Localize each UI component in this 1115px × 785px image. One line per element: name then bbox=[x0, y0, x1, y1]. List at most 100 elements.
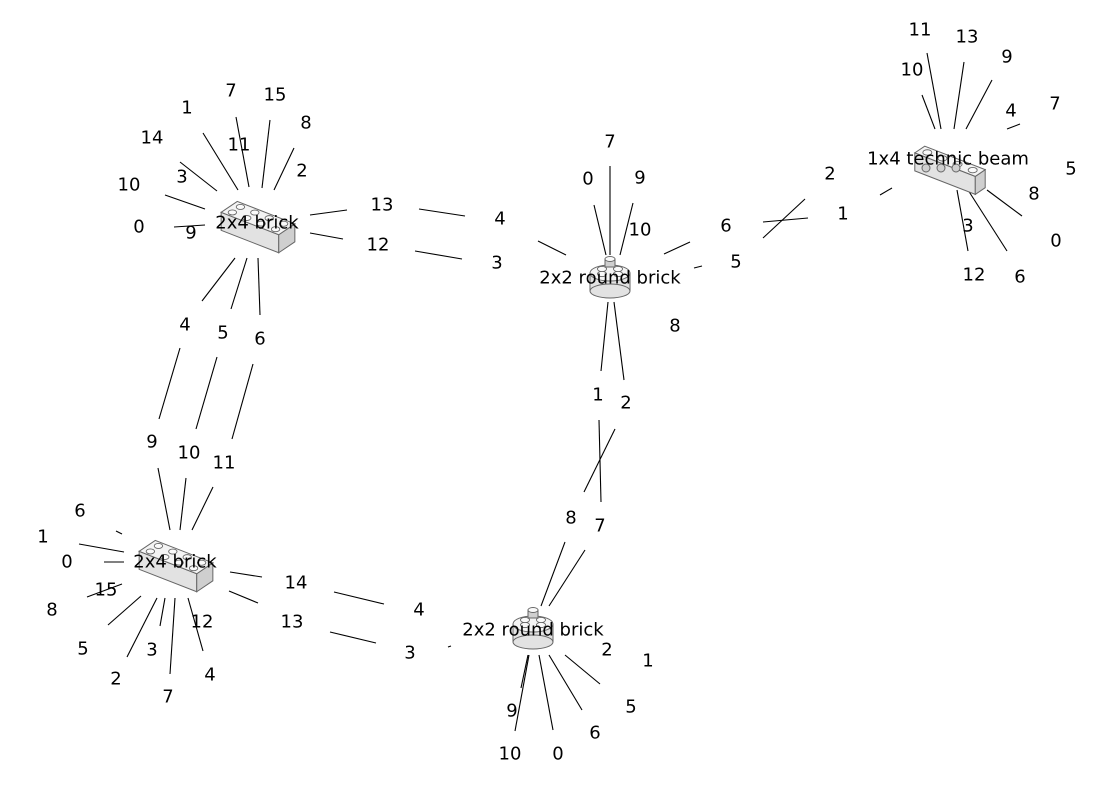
connector-line-18 bbox=[663, 241, 691, 255]
connector-line-8 bbox=[309, 232, 344, 240]
connector-line-34 bbox=[583, 428, 616, 493]
connector-line-21 bbox=[762, 198, 806, 239]
port-label: 8 bbox=[1028, 184, 1039, 205]
port-label: 3 bbox=[404, 643, 415, 664]
connector-line-24 bbox=[953, 61, 965, 130]
port-label: 14 bbox=[141, 128, 164, 149]
connector-line-53 bbox=[329, 631, 377, 644]
port-label: 6 bbox=[1014, 267, 1025, 288]
port-label: 4 bbox=[413, 600, 424, 621]
connector-line-41 bbox=[115, 530, 123, 535]
port-label: 10 bbox=[629, 220, 652, 241]
port-label: 6 bbox=[254, 329, 265, 350]
port-label: 3 bbox=[176, 167, 187, 188]
connector-line-33 bbox=[598, 419, 602, 503]
connector-line-12 bbox=[418, 208, 466, 217]
port-label: 5 bbox=[730, 252, 741, 273]
node-round-b[interactable]: 2x2 round brick bbox=[462, 607, 604, 650]
port-label: 7 bbox=[1049, 94, 1060, 115]
connector-line-2 bbox=[202, 132, 239, 191]
port-label: 9 bbox=[1001, 47, 1012, 68]
port-label: 7 bbox=[225, 81, 236, 102]
connector-line-52 bbox=[333, 591, 385, 605]
port-label: 0 bbox=[133, 217, 144, 238]
connector-line-55 bbox=[540, 541, 566, 607]
node-brick-b[interactable]: 2x4 brick bbox=[133, 539, 217, 593]
connector-line-59 bbox=[520, 654, 529, 689]
connector-line-31 bbox=[600, 301, 609, 372]
port-label: 10 bbox=[178, 443, 201, 464]
connector-line-35 bbox=[158, 347, 181, 420]
connector-line-5 bbox=[164, 194, 206, 210]
connector-line-60 bbox=[538, 654, 554, 731]
port-label: 11 bbox=[909, 20, 932, 41]
connector-line-40 bbox=[191, 486, 214, 531]
port-label: 9 bbox=[506, 701, 517, 722]
port-label: 5 bbox=[217, 323, 228, 344]
port-label: 4 bbox=[179, 315, 190, 336]
port-label: 10 bbox=[901, 60, 924, 81]
connector-line-20 bbox=[762, 217, 809, 223]
port-label: 2 bbox=[110, 669, 121, 690]
port-label: 4 bbox=[494, 209, 505, 230]
port-label: 13 bbox=[371, 195, 394, 216]
port-label: 6 bbox=[74, 501, 85, 522]
port-label: 0 bbox=[552, 744, 563, 765]
connector-line-58 bbox=[548, 654, 583, 711]
connector-line-19 bbox=[693, 265, 703, 269]
connector-line-61 bbox=[514, 654, 530, 732]
connector-line-30 bbox=[956, 189, 969, 252]
port-label: 2 bbox=[601, 640, 612, 661]
connector-line-32 bbox=[613, 301, 625, 381]
node-brick-a[interactable]: 2x4 brick bbox=[215, 200, 299, 254]
port-label: 2 bbox=[620, 393, 631, 414]
port-label: 0 bbox=[61, 552, 72, 573]
port-label: 5 bbox=[1065, 159, 1076, 180]
port-label: 3 bbox=[962, 216, 973, 237]
port-label: 9 bbox=[185, 223, 196, 244]
port-label: 10 bbox=[118, 175, 141, 196]
port-label: 5 bbox=[625, 697, 636, 718]
port-label: 9 bbox=[146, 432, 157, 453]
connector-line-49 bbox=[187, 597, 204, 652]
port-label: 10 bbox=[499, 744, 522, 765]
node-label: 2x4 brick bbox=[133, 552, 217, 573]
node-layer: 2x4 brick 2x4 brick 2x2 round brick 2x2 rou… bbox=[133, 145, 1029, 650]
connector-line-28 bbox=[986, 189, 1023, 217]
connector-line-14 bbox=[537, 240, 567, 256]
connector-line-9 bbox=[201, 257, 236, 302]
port-label: 1 bbox=[181, 98, 192, 119]
connector-line-48 bbox=[169, 597, 176, 675]
connector-line-6 bbox=[173, 224, 206, 228]
connector-line-4 bbox=[179, 161, 218, 192]
connector-line-0 bbox=[261, 119, 271, 189]
port-label: 7 bbox=[594, 516, 605, 537]
connector-line-46 bbox=[126, 597, 158, 658]
connector-line-45 bbox=[107, 595, 142, 626]
node-round-a[interactable]: 2x2 round brick bbox=[539, 256, 681, 299]
port-label: 4 bbox=[204, 665, 215, 686]
node-beam[interactable]: 1x4 technic beam bbox=[867, 145, 1029, 196]
port-label: 14 bbox=[285, 573, 308, 594]
port-label: 12 bbox=[963, 265, 986, 286]
port-label: 13 bbox=[956, 27, 979, 48]
port-label: 13 bbox=[281, 612, 304, 633]
port-label: 2 bbox=[824, 164, 835, 185]
connector-line-1 bbox=[235, 116, 250, 188]
port-label: 11 bbox=[228, 135, 251, 156]
connector-line-42 bbox=[78, 543, 125, 553]
connector-line-22 bbox=[879, 187, 893, 196]
port-label: 9 bbox=[634, 168, 645, 189]
connector-line-16 bbox=[593, 204, 607, 256]
port-label: 8 bbox=[565, 508, 576, 529]
connector-line-23 bbox=[926, 52, 942, 130]
connector-line-27 bbox=[1006, 123, 1021, 130]
connector-line-44 bbox=[86, 583, 123, 598]
connector-line-38 bbox=[157, 467, 171, 531]
port-label: 0 bbox=[582, 169, 593, 190]
connector-line-56 bbox=[548, 549, 586, 607]
brick2x4-icon bbox=[138, 539, 214, 593]
connector-line-10 bbox=[230, 257, 248, 310]
